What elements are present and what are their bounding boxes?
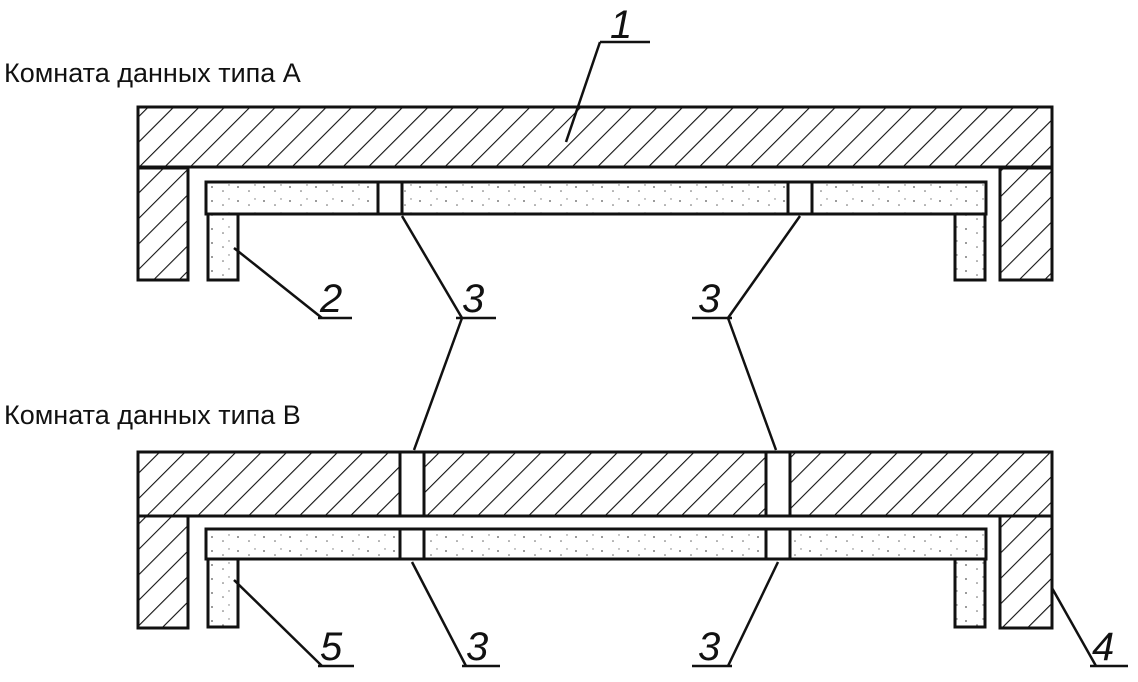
leader-3a-right-down [726, 317, 778, 451]
room-b-insert-right [764, 527, 792, 561]
room-a-left-wall [136, 166, 190, 282]
leader-3b-left [410, 561, 468, 667]
callout-1: 1 [610, 3, 632, 47]
leader-2 [233, 247, 323, 319]
callout-3-a-right: 3 [698, 277, 720, 321]
leader-1 [564, 41, 602, 143]
callout-3-b-left: 3 [466, 625, 488, 669]
room-b-support-left [206, 557, 240, 629]
room-a-right-wall [998, 166, 1054, 282]
leader-3b-right [726, 561, 780, 667]
callouts: 1 2 3 3 3 3 4 5 [233, 3, 1128, 669]
leader-3a-left-down [412, 317, 464, 451]
room-b-support-right [953, 557, 987, 629]
room-b-panel [204, 527, 988, 561]
room-a: Комната данных типа A [4, 58, 1054, 282]
room-a-support-right [953, 212, 987, 282]
room-b-ceiling-opening-left [398, 450, 426, 518]
leader-3a-left-up [400, 215, 464, 319]
room-a-title: Комната данных типа A [4, 58, 301, 88]
room-a-insert-right [786, 180, 814, 216]
callout-3-b-right: 3 [698, 625, 720, 669]
callout-3-a-left: 3 [462, 277, 484, 321]
room-b-insert-left [398, 527, 426, 561]
room-b-title: Комната данных типа B [4, 400, 301, 430]
room-b: Комната данных типа B [4, 400, 1054, 630]
leader-3a-right-up [726, 215, 802, 319]
room-b-left-wall [136, 514, 190, 630]
room-a-support-left [206, 212, 240, 282]
callout-4: 4 [1092, 625, 1114, 669]
leader-5 [233, 579, 323, 667]
room-a-ceiling [136, 105, 1054, 169]
room-b-right-wall [998, 514, 1054, 630]
room-a-panel [204, 180, 988, 216]
callout-2: 2 [319, 277, 342, 321]
room-b-ceiling [136, 450, 1054, 518]
room-b-ceiling-opening-right [764, 450, 792, 518]
room-a-insert-left [376, 180, 404, 216]
callout-5: 5 [320, 625, 343, 669]
leader-4 [1050, 587, 1098, 667]
